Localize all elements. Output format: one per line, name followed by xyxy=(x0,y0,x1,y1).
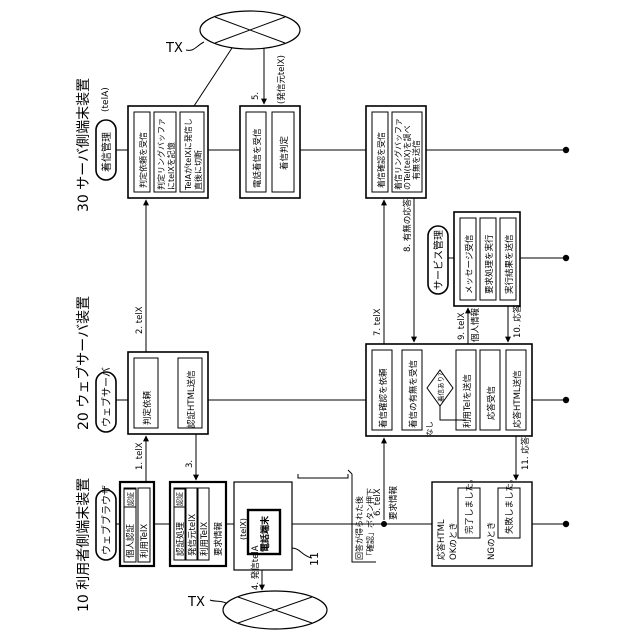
server-call-1: TelAがtelXに発信し xyxy=(183,118,193,191)
step-9-sub: 個人情報 xyxy=(470,307,481,342)
user-request-box: 認証処理 発信元telX 利用TelX 要求情報 認証 xyxy=(170,482,226,566)
step-6-sub: 要求情報 xyxy=(388,485,399,520)
web-decision-no: なし xyxy=(425,421,434,436)
auth-badge-2-label: 認証 xyxy=(175,492,184,506)
step-2-label: 2. telX xyxy=(135,306,145,334)
resp-title: 応答HTML xyxy=(436,519,447,560)
web-recv-result: 着信の有無を受信 xyxy=(408,359,419,428)
heading-server-terminal: 30 サーバ側端末装置 xyxy=(76,78,92,212)
step-5-label: 5. xyxy=(251,92,261,100)
step-3-label: 3. xyxy=(185,460,195,468)
user-auth-personal: 個人認証 xyxy=(125,523,136,558)
server-ring-check-3: 有無を送信 xyxy=(411,140,421,180)
service-recv-msg: メッセージ受信 xyxy=(464,234,475,294)
server-recv-request: 判定依頼を受信 xyxy=(138,132,148,188)
step-7-label: 7. telX xyxy=(373,308,383,336)
module-incoming-management-label: 着信管理 xyxy=(100,132,113,172)
server-ring-check-1: 着信リングバッファ xyxy=(393,118,403,190)
web-request-box: 判定依頼 認証HTML送信 xyxy=(128,352,208,434)
web-confirm-box: 着信確認を依頼 着信の有無を受信 着信あり? あり なし 利用Telを送信 応答… xyxy=(366,344,532,436)
step-5-sub: (発信元telX) xyxy=(276,55,287,104)
step-4-label: 4. 発信telA xyxy=(250,545,261,590)
step-8-label: 8. 有無の応答 xyxy=(402,198,413,252)
server-incoming-box: 電話着信を受信 着信判定 xyxy=(240,106,300,198)
module-web-browser-label: ウェブブラウザ xyxy=(100,485,113,555)
user-auth-box: 個人認証 利用TelX 認証 xyxy=(120,482,154,566)
server-recv-confirm: 着信確認を受信 xyxy=(376,132,386,188)
server-ring-buffer-2: にtelXを記憶 xyxy=(166,142,176,190)
user-request-info: 要求情報 xyxy=(213,521,224,556)
step-6-label: 6. telX xyxy=(373,488,383,516)
bracket-left xyxy=(298,474,348,478)
tx-label-bottom: TX xyxy=(187,595,205,610)
module-service-management-label: サービス管理 xyxy=(432,230,445,290)
lifeline-service-end xyxy=(563,255,569,261)
user-auth-process: 認証処理 xyxy=(175,521,186,556)
step-10-label: 10. 応答 xyxy=(512,304,523,338)
lifeline-web-end xyxy=(563,397,569,403)
user-auth-tel: 利用TelX xyxy=(139,524,150,558)
auth-badge-label: 認証 xyxy=(126,492,135,506)
service-box: メッセージ受信 要求処理を実行 実行結果を送信 xyxy=(454,212,520,306)
lifeline-user-end xyxy=(563,521,569,527)
web-send-html: 応答HTML送信 xyxy=(512,370,523,428)
user-caller-telx: 発信元telX xyxy=(187,514,198,556)
phone-terminal: (telX) 電話端末 11 xyxy=(234,482,321,570)
step-9-label: 9. telX xyxy=(457,312,467,340)
resp-ok-msg: 完了しました。 xyxy=(464,474,475,534)
step-11-label: 11. 応答 xyxy=(520,436,531,470)
heading-user-terminal: 10 利用者側端末装置 xyxy=(76,478,92,612)
tx-network-bottom: TX xyxy=(187,591,327,629)
heading-server-terminal-sub: (telA) xyxy=(101,87,111,112)
server-ring-check-2: のTel(telX)を調べ xyxy=(402,125,412,190)
server-recv-call: 電話着信を受信 xyxy=(252,128,263,188)
heading-web-server: 20 ウェブサーバ装置 xyxy=(75,296,92,430)
server-judge-box: 判定依頼を受信 判定リングバッファ にtelXを記憶 TelAがtelXに発信し… xyxy=(128,106,208,198)
lifeline-server-end xyxy=(563,147,569,153)
link-server-tx xyxy=(194,48,232,106)
web-decision-label: 着信あり? xyxy=(436,373,445,402)
response-html-box: 応答HTML OKのとき 完了しました。 NGのとき 失敗しました。 xyxy=(432,474,532,566)
resp-ng-label: NGのとき xyxy=(487,522,497,560)
server-ring-buffer-1: 判定リングバッファ xyxy=(156,118,166,190)
module-service-management: サービス管理 xyxy=(428,226,448,294)
web-auth-html-send: 認証HTML送信 xyxy=(186,370,197,428)
module-web-browser: ウェブブラウザ xyxy=(96,485,116,560)
web-confirm-request: 着信確認を依頼 xyxy=(378,368,389,428)
step-1-label: 1. telX xyxy=(135,442,145,470)
ref-11: 11 xyxy=(308,552,321,566)
service-send-result: 実行結果を送信 xyxy=(504,234,515,294)
phone-terminal-label: (telX) xyxy=(239,518,248,540)
resp-ng-msg: 失敗しました。 xyxy=(504,474,515,534)
service-exec: 要求処理を実行 xyxy=(484,234,495,294)
server-confirm-box: 着信確認を受信 着信リングバッファ のTel(telX)を調べ 有無を送信 xyxy=(366,106,426,198)
module-web-server-label: ウェブサーバ xyxy=(100,367,113,427)
module-incoming-management: 着信管理 xyxy=(96,120,116,180)
tx-label-top: TX xyxy=(165,41,183,56)
web-judge-request: 判定依頼 xyxy=(142,390,153,425)
bracket-note-1: 回答が得られた後 xyxy=(354,496,364,560)
tx-network-top: TX xyxy=(165,11,300,56)
module-web-server: ウェブサーバ xyxy=(96,367,116,432)
web-recv-response: 応答受信 xyxy=(486,385,497,420)
user-use-telx: 利用TelX xyxy=(199,522,210,556)
server-judge: 着信判定 xyxy=(279,135,290,170)
server-call-2: 直後に切断 xyxy=(193,150,203,190)
